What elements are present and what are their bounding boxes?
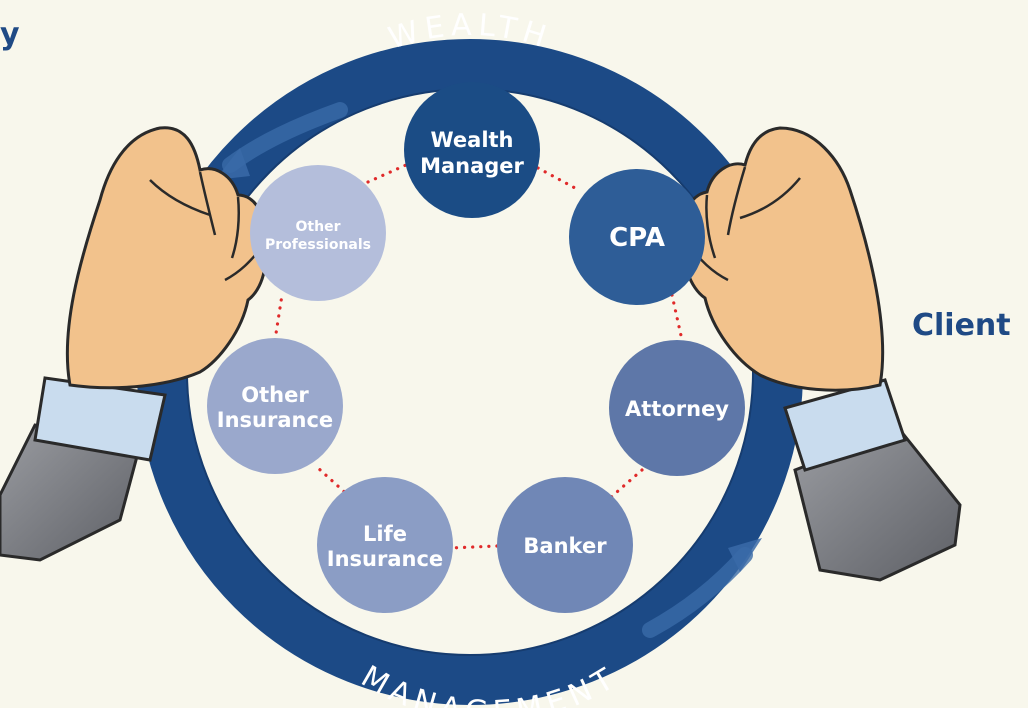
node-label-line1: Other: [241, 383, 309, 407]
ring-arrow-bottom-right-head: [728, 538, 762, 572]
node-label-line2: Insurance: [217, 408, 333, 432]
connector-otherpro-wealth: [366, 163, 408, 184]
left-fist: [65, 126, 267, 390]
left-hand: [0, 126, 267, 562]
node-life-insurance: Life Insurance: [317, 477, 453, 613]
node-label-line1: CPA: [609, 223, 665, 253]
node-label-line1: Attorney: [625, 397, 729, 421]
node-label-line1: Banker: [523, 534, 607, 558]
right-fingers: [687, 166, 801, 282]
node-label-line1: Life: [363, 522, 407, 546]
node-label-line2: Manager: [420, 154, 524, 178]
connector-otherins-otherpro: [273, 293, 284, 342]
node-label-line1: Other: [296, 219, 341, 235]
node-other-insurance: Other Insurance: [207, 338, 343, 474]
left-partial-label: y: [0, 17, 20, 52]
connector-attorney-banker: [608, 468, 644, 500]
connectors: [273, 163, 684, 550]
node-circle: [569, 169, 705, 305]
node-circle: [404, 82, 540, 218]
node-attorney: Attorney: [609, 340, 745, 476]
node-cpa: CPA: [569, 169, 705, 305]
node-label-line2: Insurance: [327, 547, 443, 571]
connector-wealth-cpa: [536, 166, 577, 190]
node-circle: [609, 340, 745, 476]
left-fingers: [149, 171, 263, 282]
node-circle: [250, 165, 386, 301]
right-hand: [683, 126, 962, 582]
right-fist: [683, 126, 885, 392]
left-sleeve: [0, 423, 142, 562]
connector-banker-life: [448, 544, 499, 550]
node-label-line2: Professionals: [265, 237, 371, 253]
ring-arrow-bottom-right: [642, 547, 753, 638]
ring-arrow-top-left-head: [215, 148, 250, 180]
node-circle: [317, 477, 453, 613]
node-circle: [497, 477, 633, 613]
node-other-professionals: Other Professionals: [250, 165, 386, 301]
node-circle: [207, 338, 343, 474]
node-label-line1: Wealth: [430, 128, 513, 152]
connector-cpa-attorney: [670, 293, 684, 342]
left-cuff: [33, 376, 167, 462]
client-label: Client: [912, 308, 1011, 343]
node-wealth-manager: Wealth Manager: [404, 82, 540, 218]
node-banker: Banker: [497, 477, 633, 613]
